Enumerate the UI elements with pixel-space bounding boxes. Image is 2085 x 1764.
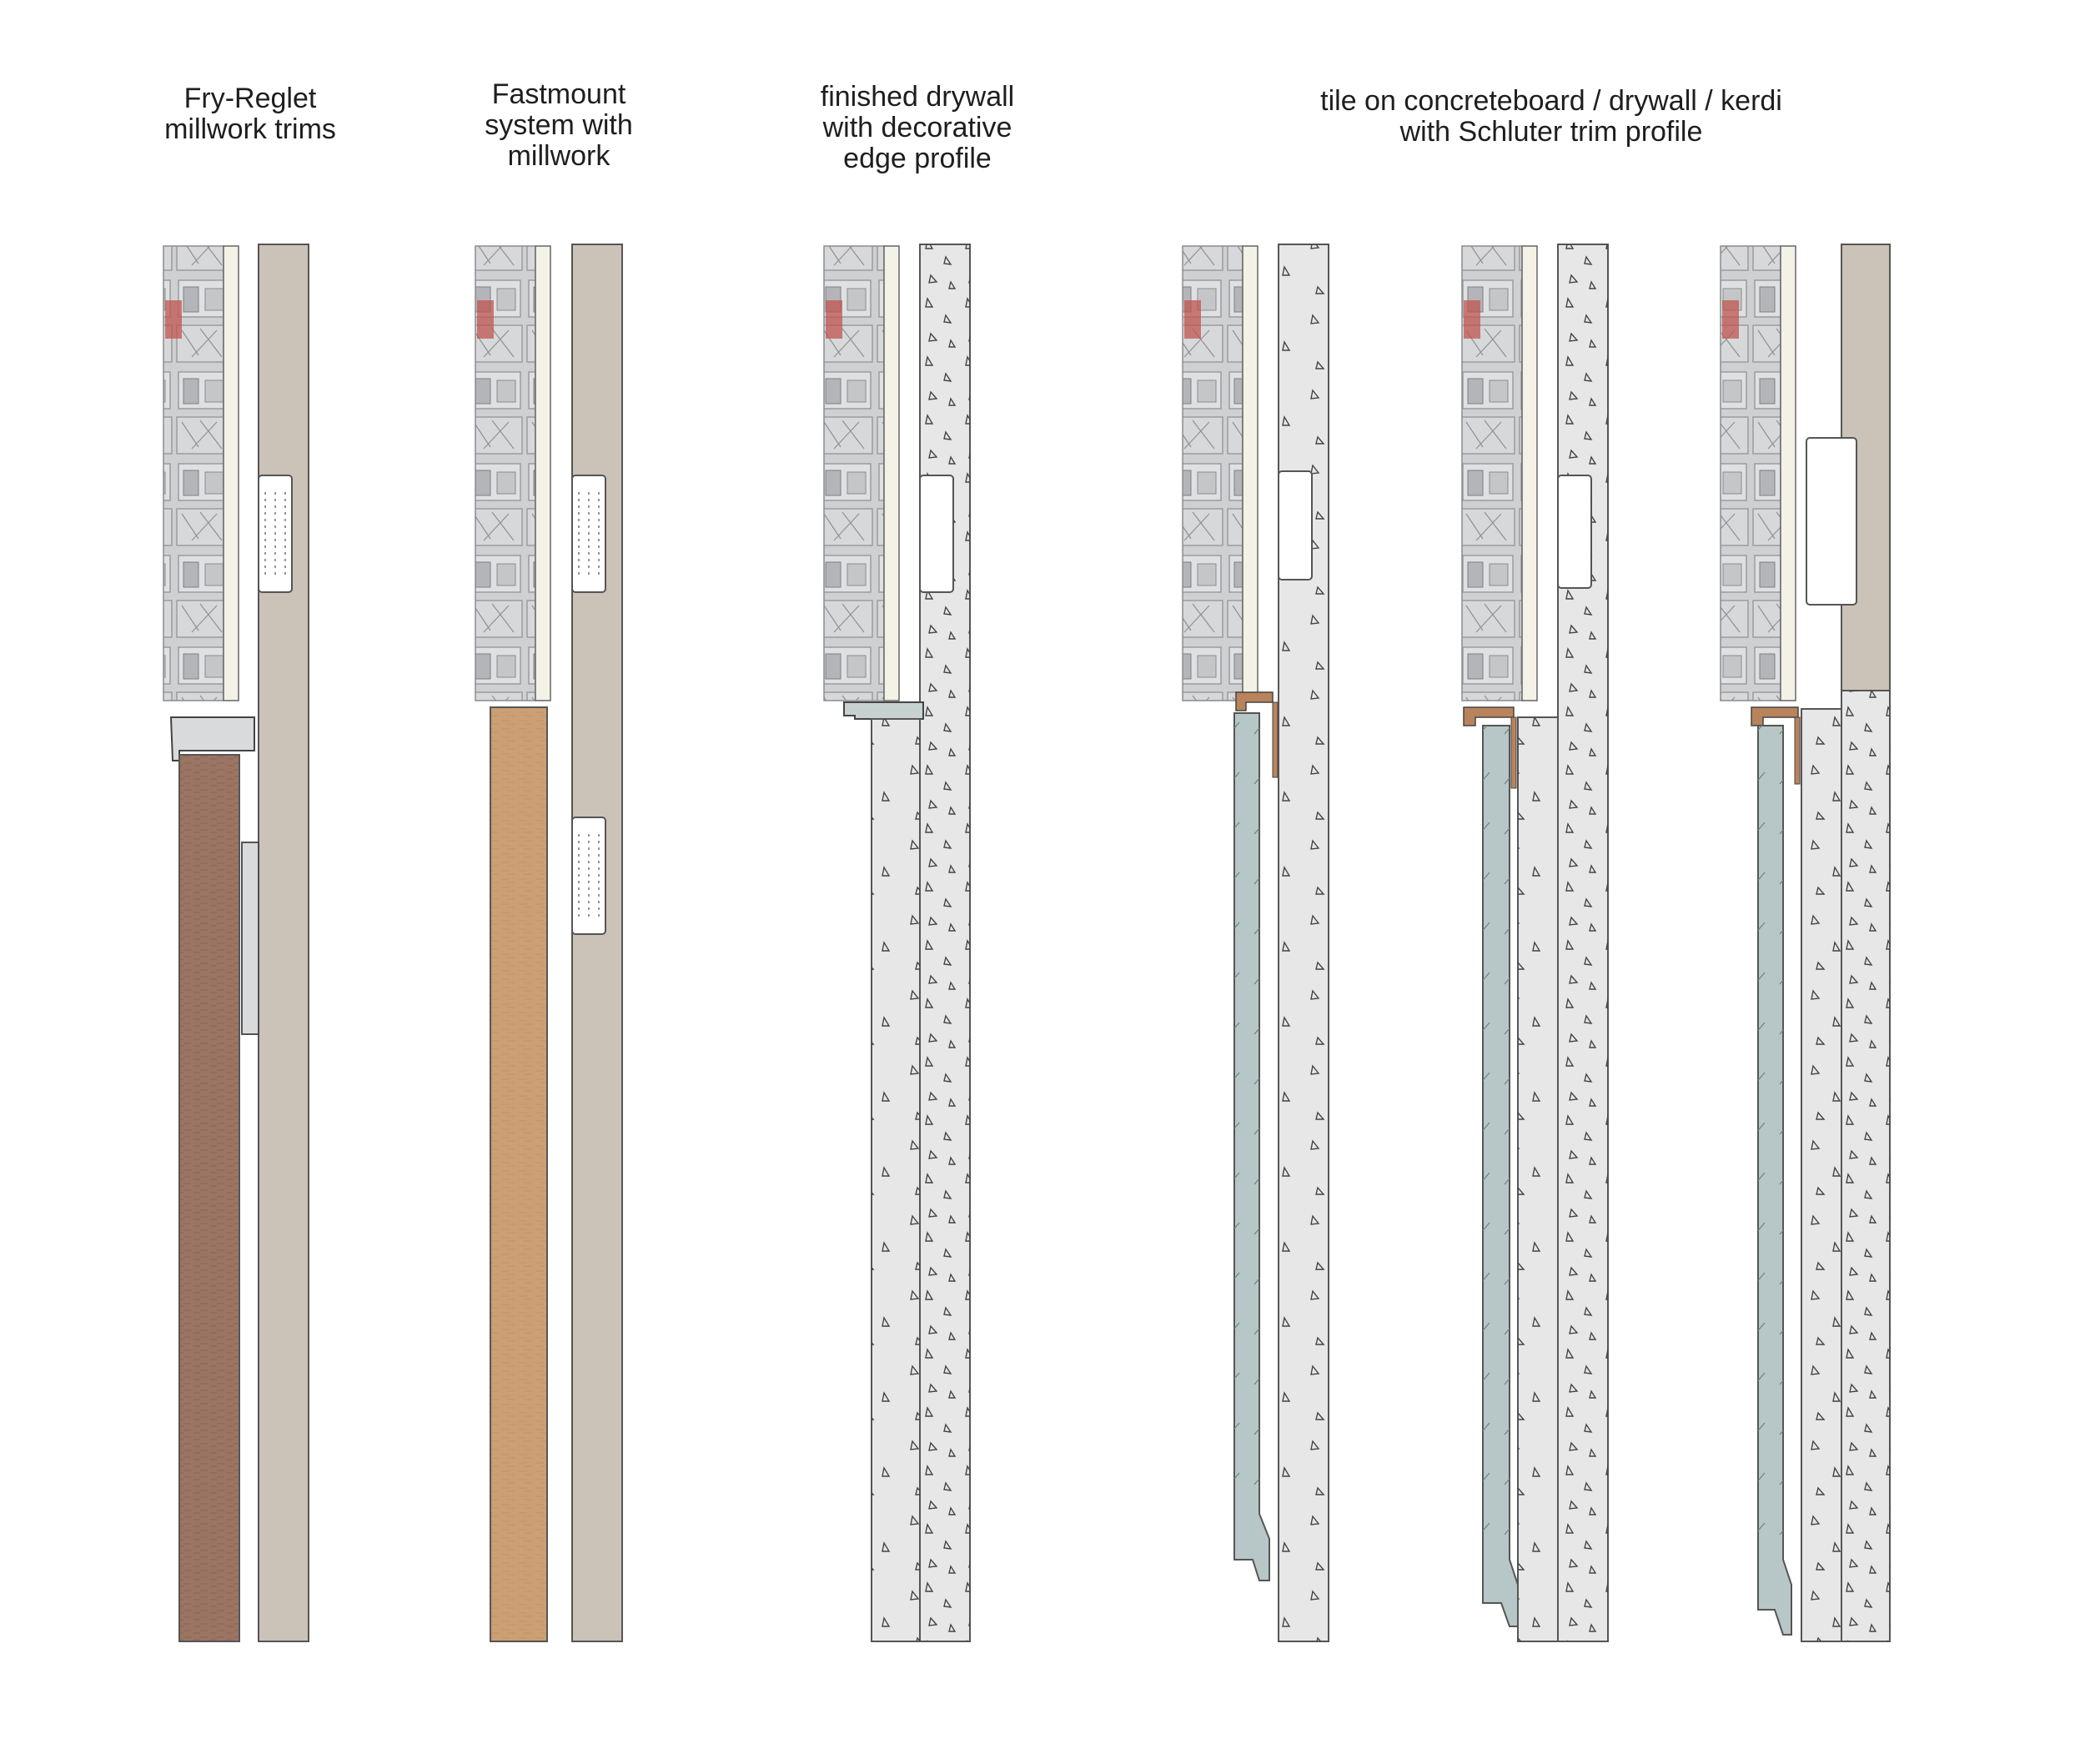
furring-strip — [1242, 245, 1259, 701]
caption-line: millwork trims — [164, 113, 336, 145]
section-fry-reglet — [163, 244, 309, 1642]
millwork-panel-light — [490, 706, 548, 1642]
caption-line: millwork — [507, 140, 610, 172]
caption-line: Fastmount — [491, 78, 626, 110]
cmu-red-mark — [1722, 300, 1739, 339]
mounting-clip — [1806, 437, 1857, 606]
millwork-panel-dark — [178, 754, 240, 1642]
wall-board — [258, 244, 309, 1642]
caption-line: finished drywall — [820, 81, 1015, 113]
furring-strip — [883, 245, 900, 701]
caption-fastmount: Fastmount system with millwork — [434, 79, 684, 172]
caption-finished-drywall: finished drywall with decorative edge pr… — [784, 82, 1051, 174]
furring-strip — [535, 245, 551, 701]
furring-strip — [1780, 245, 1796, 701]
section-tile-kerdi — [1720, 244, 1891, 1642]
reglet-rail — [241, 842, 259, 1035]
caption-line: with Schluter trim profile — [1399, 116, 1703, 148]
schluter-leg — [1272, 701, 1279, 778]
section-fastmount — [475, 244, 623, 1642]
caption-line: Fry-Reglet — [183, 83, 317, 114]
furring-strip — [1521, 245, 1538, 701]
wall-board — [571, 244, 623, 1642]
caption-line: tile on concreteboard / drywall / kerdi — [1320, 85, 1782, 117]
schluter-leg — [1510, 716, 1517, 789]
section-tile-drywall — [1461, 244, 1609, 1642]
schluter-profile — [1463, 706, 1515, 726]
mounting-clip — [1557, 475, 1592, 589]
section-tile-concreteboard — [1182, 244, 1329, 1642]
schluter-profile — [1751, 706, 1799, 726]
schluter-profile — [1235, 691, 1274, 711]
schluter-leg — [1794, 716, 1801, 785]
cmu-red-mark — [1184, 300, 1201, 339]
furring-strip — [223, 245, 239, 701]
caption-line: edge profile — [843, 143, 992, 174]
cmu-red-mark — [477, 300, 494, 339]
section-finished-drywall — [823, 244, 971, 1642]
mounting-clip — [1278, 470, 1313, 580]
caption-fry-reglet: Fry-Reglet millwork trims — [125, 83, 375, 145]
caption-line: with decorative — [822, 112, 1012, 143]
caption-tile-schluter: tile on concreteboard / drywall / kerdi … — [1184, 86, 1918, 148]
cmu-red-mark — [826, 300, 842, 339]
mounting-clip — [919, 475, 954, 593]
caption-line: system with — [485, 109, 633, 141]
reglet-top-profile — [169, 716, 255, 761]
cmu-red-mark — [1464, 300, 1480, 339]
cmu-red-mark — [165, 300, 182, 339]
edge-profile — [843, 701, 924, 720]
